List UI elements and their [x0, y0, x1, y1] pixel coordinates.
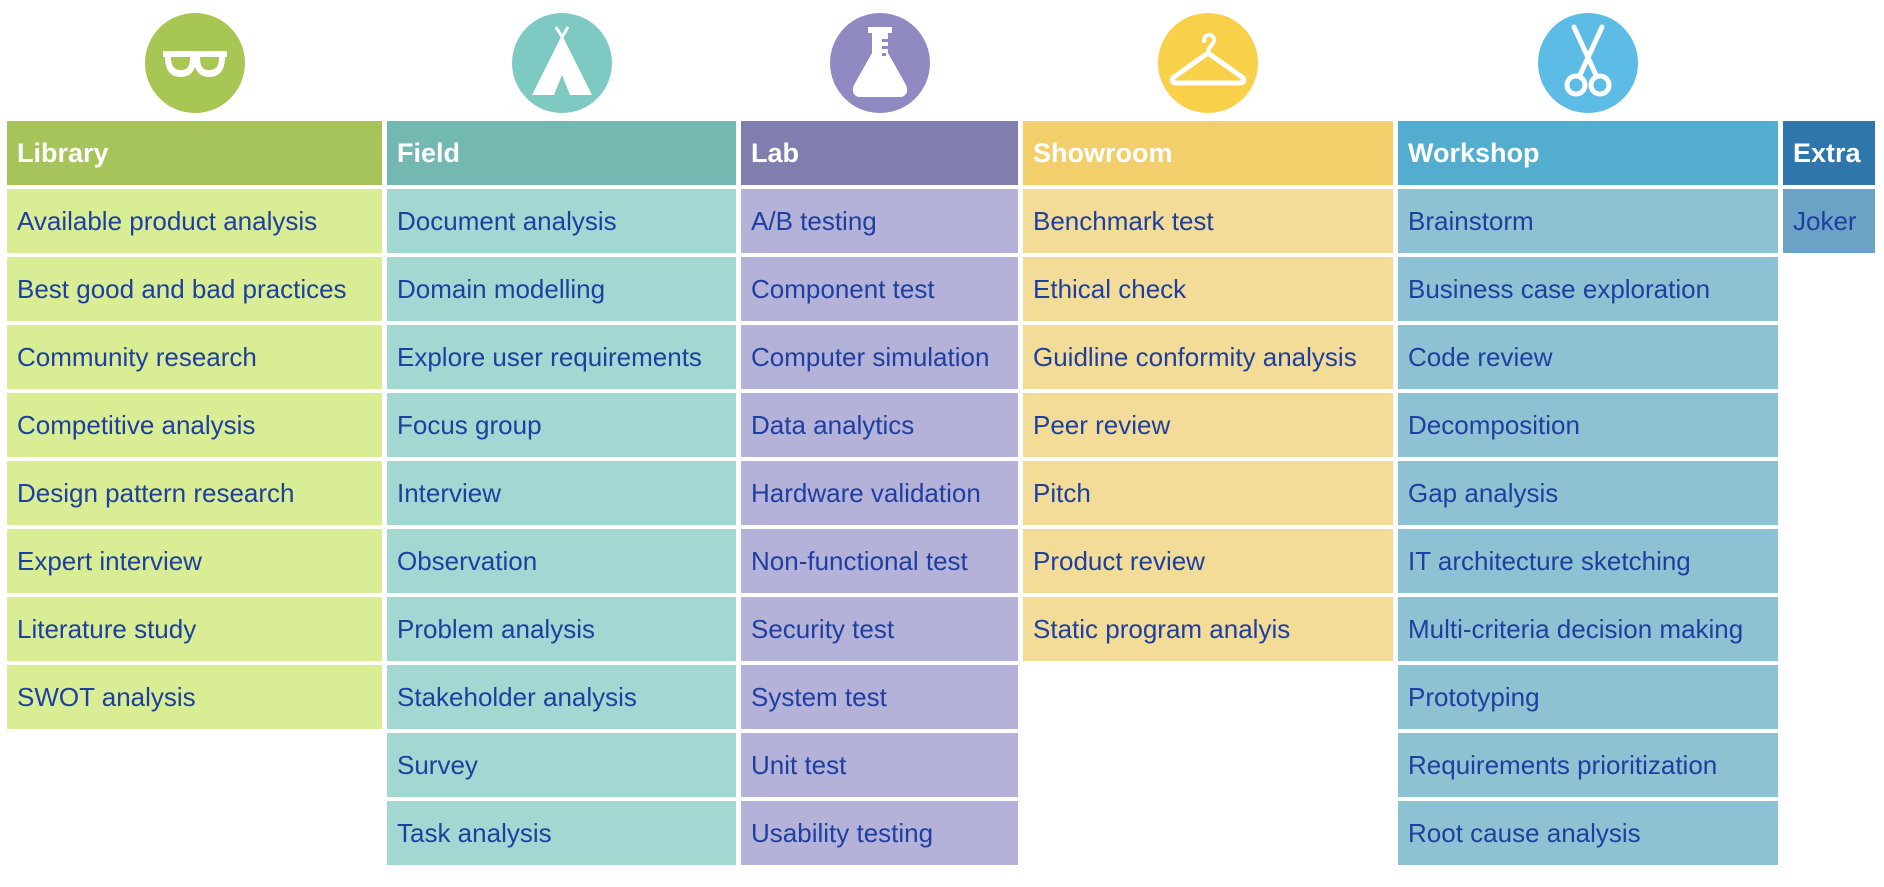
method-item-extra: Joker — [1783, 189, 1875, 253]
glasses-icon — [144, 13, 245, 113]
column-header-extra: Extra — [1783, 121, 1875, 185]
method-item-lab: A/B testing — [741, 189, 1018, 253]
tent-icon — [511, 13, 612, 113]
method-item-library: SWOT analysis — [7, 665, 382, 729]
flask-icon — [829, 13, 930, 113]
method-item-workshop: Brainstorm — [1398, 189, 1778, 253]
method-item-showroom: Guidline conformity analysis — [1023, 325, 1393, 389]
method-item-workshop: Requirements prioritization — [1398, 733, 1778, 797]
method-item-field: Problem analysis — [387, 597, 736, 661]
method-item-workshop: Business case exploration — [1398, 257, 1778, 321]
column-header-workshop: Workshop — [1398, 121, 1778, 185]
method-item-lab: System test — [741, 665, 1018, 729]
method-item-field: Observation — [387, 529, 736, 593]
method-item-field: Domain modelling — [387, 257, 736, 321]
method-item-workshop: IT architecture sketching — [1398, 529, 1778, 593]
method-item-field: Explore user requirements — [387, 325, 736, 389]
method-item-lab: Component test — [741, 257, 1018, 321]
method-item-workshop: Root cause analysis — [1398, 801, 1778, 865]
method-item-library: Available product analysis — [7, 189, 382, 253]
method-item-lab: Computer simulation — [741, 325, 1018, 389]
column-header-field: Field — [387, 121, 736, 185]
method-item-library: Expert interview — [7, 529, 382, 593]
method-item-workshop: Multi-criteria decision making — [1398, 597, 1778, 661]
method-item-lab: Hardware validation — [741, 461, 1018, 525]
column-header-lab: Lab — [741, 121, 1018, 185]
method-item-showroom: Benchmark test — [1023, 189, 1393, 253]
method-item-field: Document analysis — [387, 189, 736, 253]
method-item-library: Best good and bad practices — [7, 257, 382, 321]
method-item-field: Focus group — [387, 393, 736, 457]
column-header-showroom: Showroom — [1023, 121, 1393, 185]
method-item-library: Community research — [7, 325, 382, 389]
method-item-library: Competitive analysis — [7, 393, 382, 457]
method-item-workshop: Gap analysis — [1398, 461, 1778, 525]
method-item-showroom: Pitch — [1023, 461, 1393, 525]
method-item-lab: Non-functional test — [741, 529, 1018, 593]
method-item-field: Stakeholder analysis — [387, 665, 736, 729]
method-item-workshop: Code review — [1398, 325, 1778, 389]
method-item-library: Design pattern research — [7, 461, 382, 525]
column-header-library: Library — [7, 121, 382, 185]
method-item-workshop: Prototyping — [1398, 665, 1778, 729]
method-item-lab: Unit test — [741, 733, 1018, 797]
method-item-lab: Usability testing — [741, 801, 1018, 865]
method-item-showroom: Static program analyis — [1023, 597, 1393, 661]
method-item-field: Interview — [387, 461, 736, 525]
method-item-showroom: Ethical check — [1023, 257, 1393, 321]
method-item-field: Survey — [387, 733, 736, 797]
method-item-field: Task analysis — [387, 801, 736, 865]
hanger-icon — [1158, 13, 1258, 113]
scissors-icon — [1538, 13, 1638, 113]
method-item-showroom: Product review — [1023, 529, 1393, 593]
method-item-library: Literature study — [7, 597, 382, 661]
method-item-lab: Data analytics — [741, 393, 1018, 457]
method-item-lab: Security test — [741, 597, 1018, 661]
method-item-workshop: Decomposition — [1398, 393, 1778, 457]
method-item-showroom: Peer review — [1023, 393, 1393, 457]
